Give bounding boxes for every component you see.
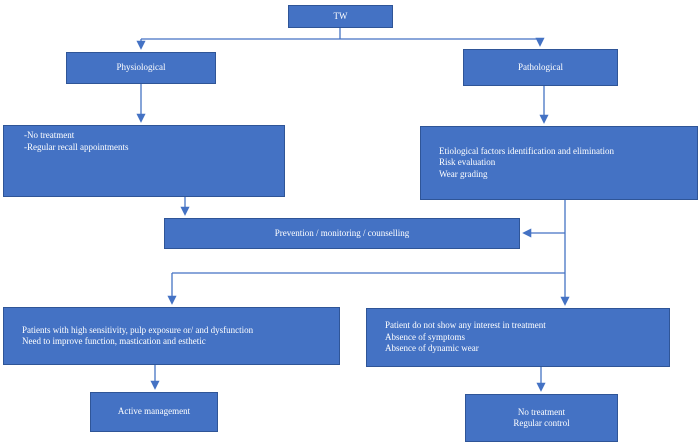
node-tw: TW [288, 5, 393, 28]
node-text-line: -Regular recall appointments [24, 141, 129, 152]
node-text-line: Patient do not show any interest in trea… [385, 320, 546, 331]
node-text-line: No treatment [517, 406, 566, 417]
node-text-line: Patients with high sensitivity, pulp exp… [22, 324, 254, 335]
node-active-management: Active management [90, 392, 218, 432]
node-pathological-plan: Etiological factors identification and e… [420, 126, 698, 200]
node-pathological: Pathological [463, 49, 618, 86]
node-text-line: Regular control [513, 418, 570, 428]
node-physiological-label: Physiological [116, 62, 166, 73]
node-text-line: Absence of symptoms [385, 331, 465, 342]
node-active-indications: Patients with high sensitivity, pulp exp… [3, 307, 340, 365]
node-text-line: -No treatment [24, 130, 75, 140]
node-prevention-label: Prevention / monitoring / counselling [274, 227, 410, 238]
node-text-line: Risk evaluation [439, 157, 496, 168]
node-no-treatment-control: No treatment Regular control [465, 394, 618, 442]
node-physiological: Physiological [66, 52, 216, 84]
node-active-management-label: Active management [117, 406, 191, 417]
node-physiological-plan: -No treatment -Regular recall appointmen… [3, 125, 285, 197]
node-text-line: Wear grading [439, 168, 488, 179]
node-text-line: Need to improve function, mastication an… [22, 336, 206, 346]
node-no-treatment-indications: Patient do not show any interest in trea… [366, 308, 670, 367]
node-text-line: Absence of dynamic wear [385, 343, 479, 354]
node-text-line: Etiological factors identification and e… [439, 145, 614, 156]
node-tw-label: TW [333, 10, 348, 21]
node-prevention-monitoring: Prevention / monitoring / counselling [164, 218, 520, 249]
node-pathological-label: Pathological [518, 61, 563, 72]
